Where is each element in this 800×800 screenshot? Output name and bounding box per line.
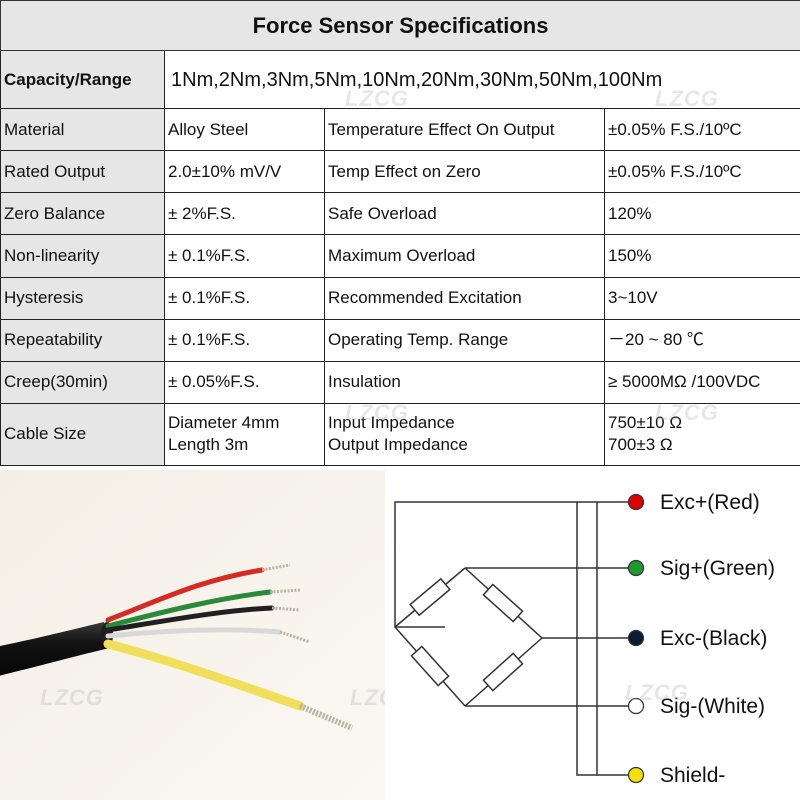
- spec-left-value: 2.0±10% mV/V: [164, 150, 325, 194]
- spec-right-label: Insulation: [324, 360, 605, 404]
- spec-right-value: ≥ 5000MΩ /100VDC: [604, 360, 800, 404]
- cable-row: Cable Size Diameter 4mm Length 3m Input …: [0, 402, 800, 467]
- cable-size-value: Diameter 4mm Length 3m: [164, 402, 325, 467]
- stripped-wire-tip: [298, 703, 354, 731]
- spec-left-label: Hysteresis: [0, 276, 165, 320]
- spec-left-label: Material: [0, 108, 165, 152]
- spec-left-value: ± 0.1%F.S.: [164, 276, 325, 320]
- wire-label: Sig+(Green): [660, 557, 775, 580]
- spec-right-label: Operating Temp. Range: [324, 318, 605, 362]
- cable-size-label: Cable Size: [0, 402, 165, 467]
- spec-right-value: 150%: [604, 234, 800, 278]
- wire-terminal-dot: [627, 559, 645, 577]
- output-impedance-label: Output Impedance: [328, 435, 468, 455]
- resistor-2: [482, 583, 524, 623]
- spec-row: Hysteresis± 0.1%F.S.Recommended Excitati…: [0, 276, 800, 320]
- spec-right-value: ±0.05% F.S./10ºC: [604, 108, 800, 152]
- spec-left-value: ± 0.1%F.S.: [164, 234, 325, 278]
- table-title: Force Sensor Specifications: [0, 0, 800, 52]
- cable-diameter: Diameter 4mm: [168, 413, 280, 433]
- wire-terminal-dot: [627, 629, 645, 647]
- input-impedance-value: 750±10 Ω: [608, 413, 683, 433]
- spec-left-value: ± 0.05%F.S.: [164, 360, 325, 404]
- capacity-label: Capacity/Range: [0, 50, 165, 110]
- photo-wire: [103, 639, 305, 711]
- cable-photo: LZCG LZCG: [0, 470, 385, 800]
- wire-label: Sig-(White): [660, 695, 765, 718]
- photo-wire: [105, 589, 273, 629]
- wire-label: Shield-: [660, 764, 725, 787]
- spec-right-label: Recommended Excitation: [324, 276, 605, 320]
- spec-left-label: Non-linearity: [0, 234, 165, 278]
- photo-wire: [105, 627, 283, 639]
- impedance-value: 750±10 Ω 700±3 Ω: [604, 402, 800, 467]
- wiring-diagram: Exc+(Red) Sig+(Green) Exc-(Black) Sig-(Whit…: [385, 470, 800, 800]
- wire-terminal-dot: [627, 493, 645, 511]
- spec-left-value: ± 0.1%F.S.: [164, 318, 325, 362]
- spec-right-value: －20 ~ 80 ℃: [604, 318, 800, 362]
- wire-terminal-dot: [627, 766, 645, 784]
- spec-right-value: ±0.05% F.S./10ºC: [604, 150, 800, 194]
- input-impedance-label: Input Impedance: [328, 413, 455, 433]
- spec-right-label: Safe Overload: [324, 192, 605, 236]
- spec-right-label: Temp Effect on Zero: [324, 150, 605, 194]
- cable-jacket: [0, 622, 110, 676]
- spec-table: Force Sensor Specifications Capacity/Ran…: [0, 0, 800, 467]
- wire-terminal-dot: [627, 697, 645, 715]
- photo-wires: [103, 563, 354, 731]
- output-impedance-value: 700±3 Ω: [608, 435, 673, 455]
- impedance-label: Input Impedance Output Impedance: [324, 402, 605, 467]
- stripped-wire-tip: [261, 563, 291, 572]
- cable-length: Length 3m: [168, 435, 249, 455]
- spec-left-label: Rated Output: [0, 150, 165, 194]
- spec-right-label: Temperature Effect On Output: [324, 108, 605, 152]
- spec-row: Creep(30min)± 0.05%F.S.Insulation≥ 5000M…: [0, 360, 800, 404]
- spec-left-value: Alloy Steel: [164, 108, 325, 152]
- photo-wire: [105, 567, 265, 623]
- capacity-value: 1Nm,2Nm,3Nm,5Nm,10Nm,20Nm,30Nm,50Nm,100N…: [164, 50, 800, 110]
- diagram-wire-list: Exc+(Red) Sig+(Green) Exc-(Black) Sig-(Whit…: [627, 491, 775, 787]
- resistor-1: [409, 577, 451, 617]
- cable-illustration: [0, 470, 385, 800]
- exc-plus-line: [394, 501, 630, 628]
- spec-left-label: Zero Balance: [0, 192, 165, 236]
- stripped-wire-tip: [271, 606, 301, 612]
- resistor-4: [410, 645, 450, 687]
- spec-left-value: ± 2%F.S.: [164, 192, 325, 236]
- spec-sheet: Force Sensor Specifications Capacity/Ran…: [0, 0, 800, 467]
- spec-right-value: 3~10V: [604, 276, 800, 320]
- spec-left-label: Repeatability: [0, 318, 165, 362]
- capacity-row: Capacity/Range 1Nm,2Nm,3Nm,5Nm,10Nm,20Nm…: [0, 50, 800, 110]
- stripped-wire-tip: [269, 588, 301, 594]
- spec-right-label: Maximum Overload: [324, 234, 605, 278]
- wheatstone-bridge: [394, 567, 543, 707]
- table-title-row: Force Sensor Specifications: [0, 0, 800, 52]
- resistor-3: [482, 652, 524, 692]
- bridge-schematic: Exc+(Red) Sig+(Green) Exc-(Black) Sig-(Whit…: [394, 491, 775, 787]
- photo-wire: [105, 605, 275, 633]
- spec-left-label: Creep(30min): [0, 360, 165, 404]
- spec-right-value: 120%: [604, 192, 800, 236]
- wire-label: Exc-(Black): [660, 627, 767, 650]
- spec-row: Repeatability± 0.1%F.S.Operating Temp. R…: [0, 318, 800, 362]
- wire-label: Exc+(Red): [660, 491, 760, 514]
- stripped-wire-tip: [279, 630, 311, 644]
